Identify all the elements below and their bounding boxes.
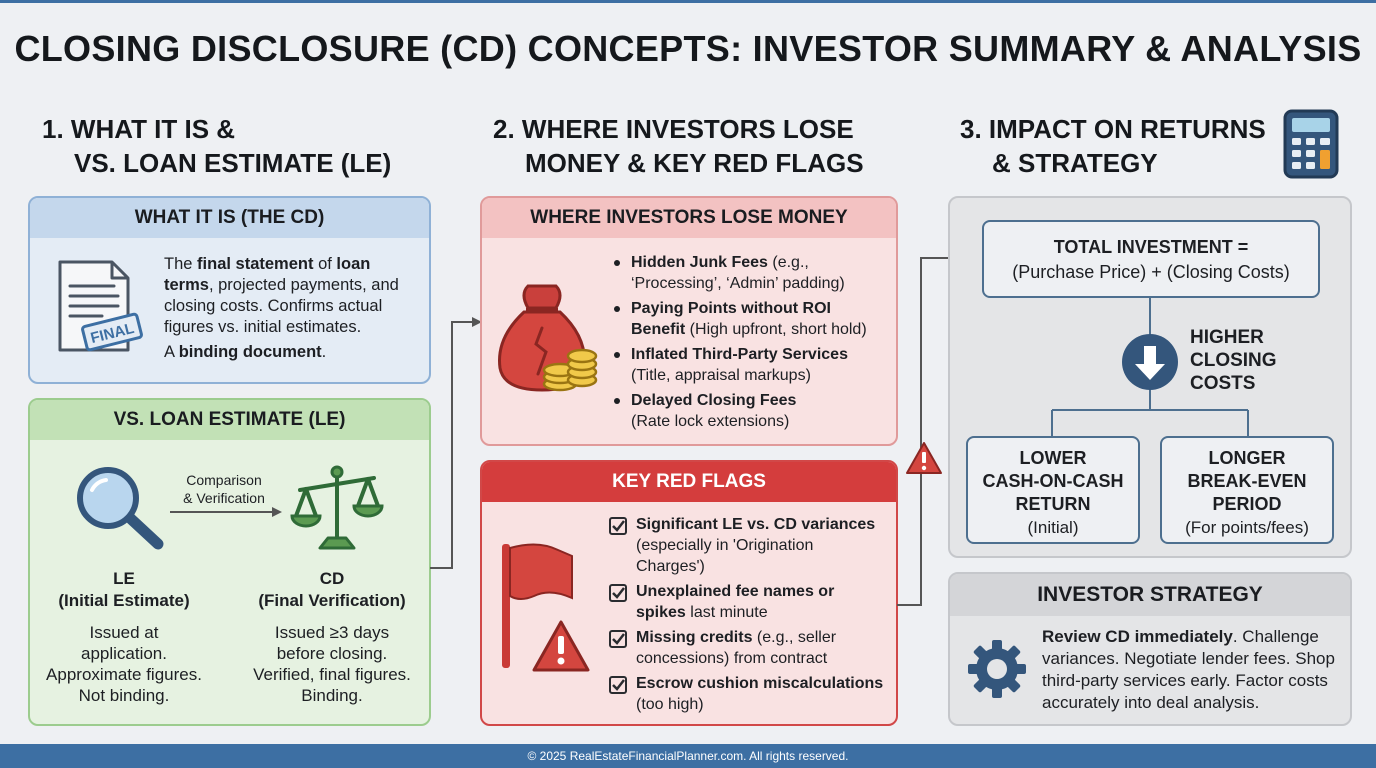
comparison-label: Comparison & Verification [183, 472, 265, 506]
calculator-icon [1283, 109, 1339, 179]
document-icon: FINAL [58, 260, 143, 352]
warning-icon [532, 620, 590, 672]
magnifier-icon [77, 467, 164, 550]
warning-icon [906, 442, 942, 474]
red-flags-list: Significant LE vs. CD variances(especial… [608, 514, 890, 715]
checkbox-icon [609, 584, 627, 602]
checkbox-icon [609, 517, 627, 535]
what-it-is-panel: WHAT IT IS (THE CD) [28, 196, 431, 384]
lower-cash-on-cash-box: LOWER CASH-ON-CASH RETURN (Initial) [966, 436, 1140, 544]
checkbox-icon [609, 630, 627, 648]
scales-icon [290, 465, 384, 550]
down-arrow-icon [1122, 334, 1178, 390]
footer-copyright: © 2025 RealEstateFinancialPlanner.com. A… [0, 744, 1376, 768]
connector-arrow-1 [430, 317, 482, 569]
list-item: Escrow cushion miscalculations(too high) [608, 673, 890, 715]
list-item: Delayed Closing Fees(Rate lock extension… [612, 390, 892, 432]
vs-loan-estimate-title: VS. LOAN ESTIMATE (LE) [30, 400, 429, 440]
le-column: LE (Initial Estimate) Issued at applicat… [46, 569, 202, 705]
comparison-arrow [170, 507, 282, 517]
red-flag-icon [502, 543, 573, 668]
longer-break-even-box: LONGER BREAK-EVEN PERIOD (For points/fee… [1160, 436, 1334, 544]
what-it-is-description: The final statement of loan terms, proje… [164, 255, 399, 361]
lose-money-list: Hidden Junk Fees (e.g.,‘Processing’, ‘Ad… [612, 252, 892, 432]
checkbox-icon [609, 676, 627, 694]
red-flags-title: KEY RED FLAGS [482, 462, 896, 502]
col3-heading: 3. IMPACT ON RETURNS & STRATEGY [960, 114, 1266, 178]
higher-closing-costs-label: HIGHER CLOSING COSTS [1190, 327, 1277, 394]
total-investment-box: TOTAL INVESTMENT = (Purchase Price) + (C… [982, 220, 1320, 298]
col1-heading: 1. WHAT IT IS & VS. LOAN ESTIMATE (LE) [42, 114, 392, 178]
investor-strategy-text: Review CD immediately. Challenge varianc… [1042, 627, 1335, 712]
cd-column: CD (Final Verification) Issued ≥3 days b… [253, 569, 411, 705]
page-title: CLOSING DISCLOSURE (CD) CONCEPTS: INVEST… [14, 28, 1362, 69]
lose-money-title: WHERE INVESTORS LOSE MONEY [482, 198, 896, 238]
what-it-is-title: WHAT IT IS (THE CD) [30, 198, 429, 238]
investor-strategy-title: INVESTOR STRATEGY [950, 574, 1350, 616]
vs-loan-estimate-panel: VS. LOAN ESTIMATE (LE) [28, 398, 431, 726]
coins-icon [542, 348, 598, 392]
list-item: Inflated Third-Party Services(Title, app… [612, 344, 892, 386]
gear-icon [968, 640, 1026, 698]
impact-flow-lines [1051, 298, 1249, 436]
col2-heading: 2. WHERE INVESTORS LOSE MONEY & KEY RED … [493, 114, 864, 178]
list-item: Significant LE vs. CD variances(especial… [608, 514, 890, 577]
top-rule [0, 0, 1376, 3]
list-item: Hidden Junk Fees (e.g.,‘Processing’, ‘Ad… [612, 252, 892, 294]
